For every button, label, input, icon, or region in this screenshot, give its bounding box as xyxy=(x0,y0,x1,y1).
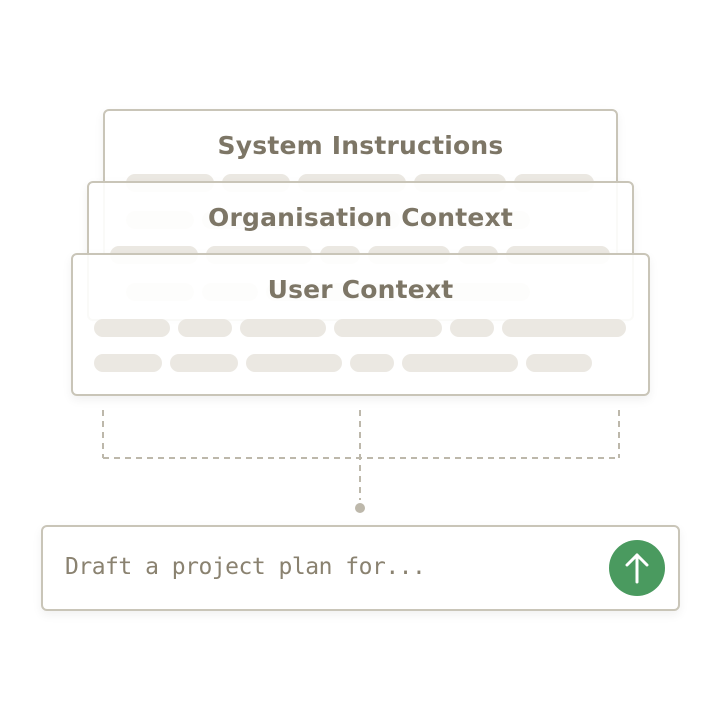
user-context-card: User Context xyxy=(71,253,650,396)
placeholder-line xyxy=(94,319,170,337)
card-title: Organisation Context xyxy=(208,203,513,232)
prompt-placeholder: Draft a project plan for... xyxy=(65,554,426,580)
placeholder-line xyxy=(526,354,592,372)
placeholder-line xyxy=(402,354,518,372)
placeholder-line xyxy=(240,319,326,337)
placeholder-line xyxy=(450,319,494,337)
placeholder-line xyxy=(178,319,232,337)
placeholder-line xyxy=(246,354,342,372)
card-title: User Context xyxy=(267,275,454,304)
card-title: System Instructions xyxy=(217,131,504,160)
send-button[interactable] xyxy=(609,540,665,596)
arrow-up-icon xyxy=(625,553,649,584)
connector-dot xyxy=(355,503,365,513)
placeholder-line xyxy=(334,319,442,337)
placeholder-line xyxy=(502,319,626,337)
placeholder-line xyxy=(350,354,394,372)
placeholder-line xyxy=(94,354,162,372)
placeholder-line xyxy=(170,354,238,372)
prompt-input[interactable]: Draft a project plan for... xyxy=(41,525,680,611)
